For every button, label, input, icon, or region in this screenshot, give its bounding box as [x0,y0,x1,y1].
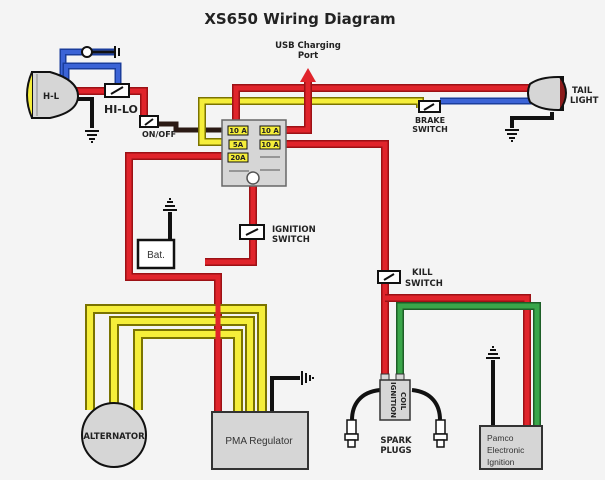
fuse-20a[interactable]: 20A [227,152,249,163]
usb-port-label: USB Charging [275,41,341,51]
pilot-bulb-icon [81,46,93,58]
spark-plug-right-icon [433,419,448,448]
svg-text:COIL: COIL [399,392,407,411]
svg-text:5A: 5A [233,141,244,149]
spark-lead-left [350,388,381,421]
spark-plug-left-icon [344,419,359,448]
headlight-blue-wires [59,48,122,83]
diagram-title: XS650 Wiring Diagram [204,10,395,28]
tail-light-ground-wire [510,112,554,128]
ignition-switch-label: IGNITION [272,225,316,235]
svg-text:20A: 20A [230,154,246,162]
kill-switch-red-wire [270,140,389,272]
tail-light-label: TAIL [572,86,593,96]
svg-text:Port: Port [298,51,318,61]
headlight: H-L [26,71,80,119]
spark-plugs-label: SPARK [380,436,412,446]
svg-text:10 A: 10 A [229,127,247,135]
tail-light [527,76,567,111]
ignition-switch[interactable] [239,224,265,240]
ignition-coil-label: IGNITION [389,382,397,418]
hi-lo-switch[interactable] [104,83,130,98]
battery-red-wire [205,240,257,266]
electronic-ignition: Pamco Electronic Ignition [479,425,543,470]
spark-lead-right [411,388,442,421]
ground-terminal-icon [114,46,120,58]
kill-switch[interactable] [377,270,401,284]
battery-label: Bat. [147,250,165,261]
on-off-label: ON/OFF [142,130,176,139]
kill-switch-label: KILL [412,268,433,278]
brake-switch-label: BRAKE [415,116,445,125]
svg-text:PLUGS: PLUGS [380,446,411,456]
svg-text:Electronic: Electronic [487,445,525,455]
fuse-10a-left[interactable]: 10 A [227,125,249,136]
svg-text:SWITCH: SWITCH [272,235,310,245]
svg-text:Ignition: Ignition [487,457,515,467]
usb-arrow-icon [300,68,316,82]
alternator-yellow-wires [85,304,267,412]
svg-text:SWITCH: SWITCH [405,279,443,289]
battery: Bat. [136,238,176,270]
fuse-5a[interactable]: 5A [228,139,248,150]
fuse-10a-right-bottom[interactable]: 10 A [259,139,281,150]
pma-regulator-label: PMA Regulator [225,436,293,447]
alternator: ALTERNATOR [81,402,147,468]
main-red-wire [125,152,228,412]
fuse-10a-right-top[interactable]: 10 A [259,125,281,136]
brake-switch[interactable] [418,100,441,113]
fuse-box: 10 A 5A 20A 10 A 10 A [221,119,287,187]
svg-text:LIGHT: LIGHT [570,96,599,106]
electronic-ignition-label: Pamco [487,433,514,443]
svg-text:10 A: 10 A [261,127,279,135]
pma-ground-wire [270,376,300,412]
headlight-label: H-L [43,92,60,102]
svg-text:SWITCH: SWITCH [412,125,448,134]
alternator-label: ALTERNATOR [83,432,145,442]
on-off-switch[interactable] [139,115,159,128]
ignition-green-wire [396,302,541,426]
ignition-coil: IGNITION COIL [379,373,411,421]
svg-text:10 A: 10 A [261,141,279,149]
hi-lo-label: HI-LO [104,103,138,116]
pma-regulator: PMA Regulator [211,411,309,470]
